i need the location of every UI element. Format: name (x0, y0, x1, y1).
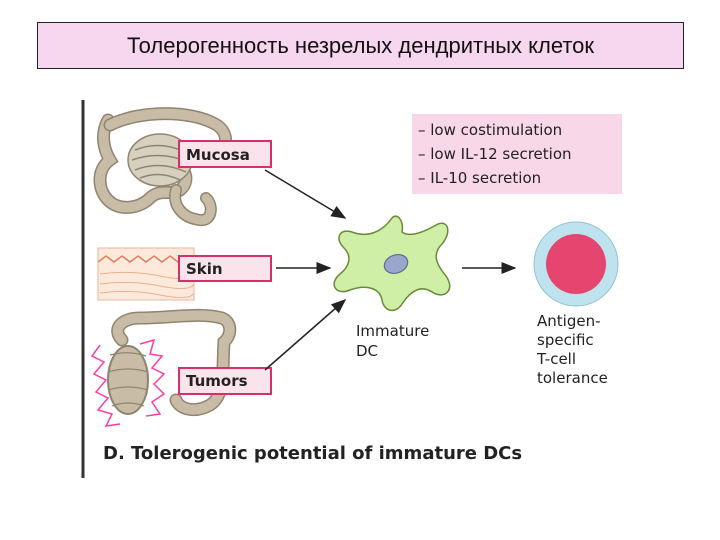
dc-property-2: – low IL-12 secretion (418, 145, 572, 163)
outcome-line-2: specific (537, 331, 594, 349)
mucosa-label: Mucosa (186, 146, 250, 164)
t-cell-inner (546, 234, 606, 294)
outcome-line-1: Antigen- (537, 312, 601, 330)
arrow-tumors-to-dc (264, 299, 347, 371)
arrow-mucosa-to-dc (264, 169, 347, 219)
dc-label-line-2: DC (356, 342, 378, 360)
outcome-line-4: tolerance (537, 369, 608, 387)
skin-label: Skin (186, 260, 223, 278)
dc-properties-box: – low costimulation – low IL-12 secretio… (412, 114, 622, 194)
outcome-label: Antigen- specific T-cell tolerance (536, 312, 608, 387)
skin-label-box: Skin (178, 255, 272, 282)
dc-label: Immature DC (356, 322, 434, 360)
dc-property-3: – IL-10 secretion (418, 169, 541, 187)
dc-nucleus (383, 253, 409, 275)
tumor-outline-right (139, 338, 166, 417)
outcome-line-3: T-cell (536, 350, 576, 368)
dc-label-line-1: Immature (356, 322, 429, 340)
slide-title: Толерогенность незрелых дендритных клето… (37, 22, 684, 69)
tumor-intestine-drawing (107, 308, 237, 417)
mucosa-label-box: Mucosa (178, 140, 272, 168)
tumors-label: Tumors (186, 372, 248, 390)
figure-caption: D. Tolerogenic potential of immature DCs (103, 443, 522, 464)
tumor-outline-left (90, 344, 121, 427)
tumors-label-box: Tumors (178, 367, 272, 395)
dc-property-1: – low costimulation (418, 121, 562, 139)
